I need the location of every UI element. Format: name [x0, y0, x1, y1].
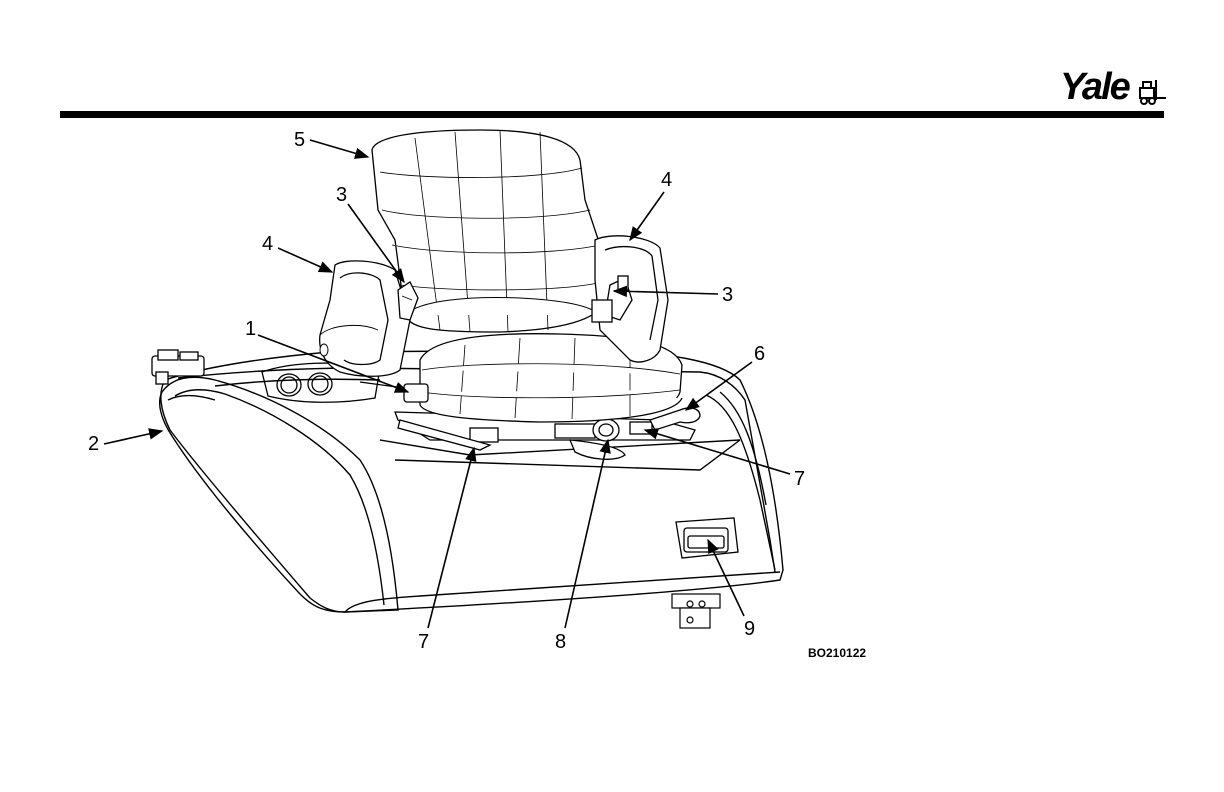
leader-7-left [428, 448, 474, 628]
left-armrest [320, 261, 410, 376]
leader-4-left [278, 248, 332, 272]
hood-hinge-bracket [672, 594, 720, 628]
leader-5 [310, 140, 368, 157]
callout-4-right: 4 [661, 169, 672, 191]
callout-7-left: 7 [418, 631, 429, 653]
leader-4-right [630, 192, 664, 240]
left-hood-panel [160, 377, 398, 612]
callout-5: 5 [294, 129, 305, 151]
hood-latch [152, 350, 204, 384]
callout-8: 8 [555, 631, 566, 653]
figure-id: BO210122 [808, 646, 866, 660]
callout-1: 1 [245, 318, 256, 340]
leader-2 [104, 431, 162, 444]
callout-6: 6 [754, 343, 765, 365]
callout-9: 9 [744, 618, 755, 640]
switch-panel [676, 518, 738, 558]
callout-7-right: 7 [794, 468, 805, 490]
leader-7-right [645, 430, 790, 474]
callout-3-right: 3 [722, 284, 733, 306]
callout-2: 2 [88, 433, 99, 455]
callout-4-left: 4 [262, 233, 273, 255]
leader-8 [565, 440, 608, 628]
callout-3-left: 3 [336, 184, 347, 206]
